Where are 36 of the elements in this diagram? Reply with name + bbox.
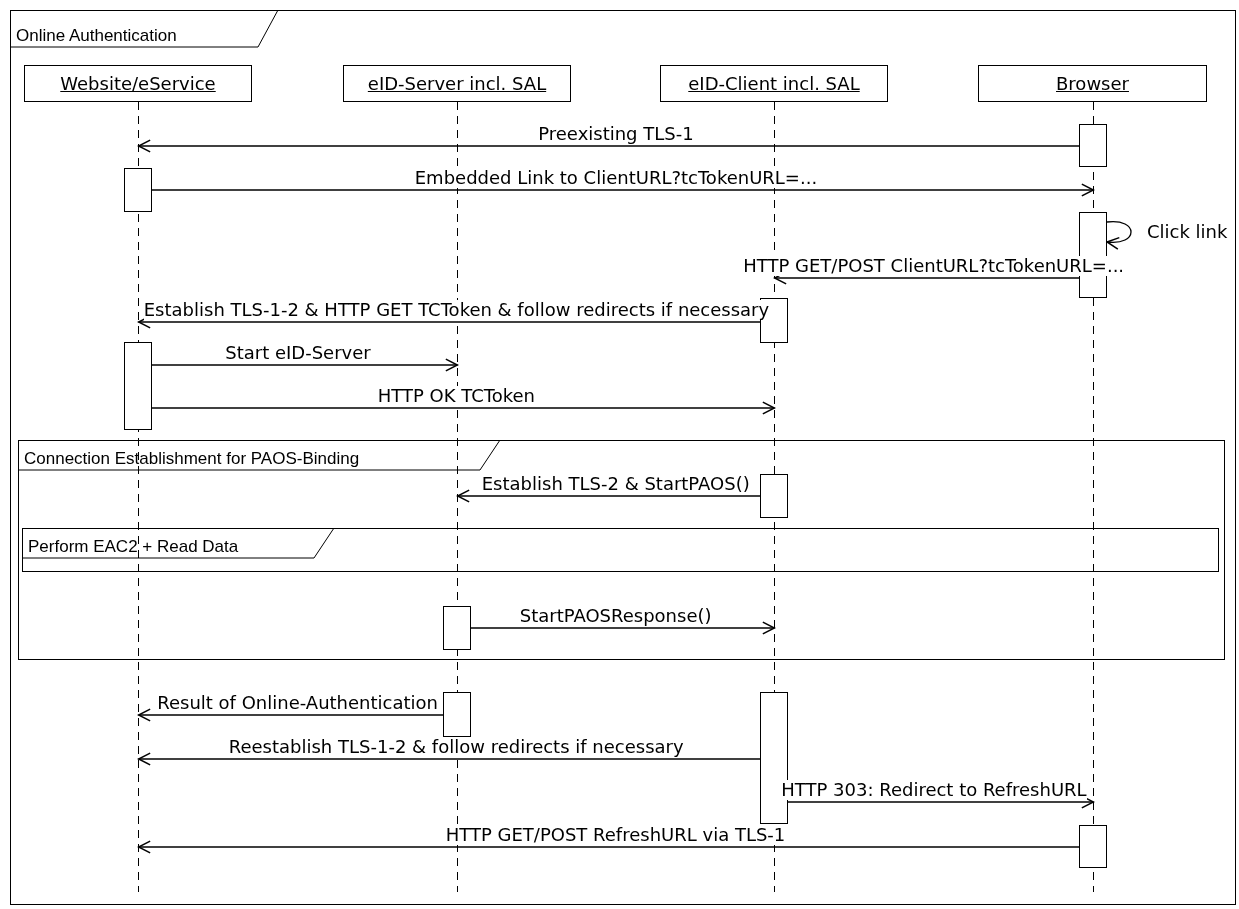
message-label: Embedded Link to ClientURL?tcTokenURL=... (414, 168, 818, 188)
message-label: HTTP OK TCToken (377, 386, 535, 406)
message-label: Preexisting TLS-1 (538, 124, 694, 144)
message-arrow (151, 358, 459, 372)
message-label: Establish TLS-1-2 & HTTP GET TCToken & follow redirects if necessary (143, 300, 770, 320)
activation-bar (1079, 825, 1107, 868)
message-label: HTTP GET/POST ClientURL?tcTokenURL=... (743, 256, 1125, 276)
message-arrow (1106, 221, 1132, 250)
fragment-frame (22, 528, 1219, 572)
message-arrow (137, 752, 761, 766)
message-arrow (137, 139, 1080, 153)
message-arrow (151, 401, 776, 415)
frame-title: Connection Establishment for PAOS-Binding (24, 449, 360, 469)
activation-bar (443, 692, 471, 737)
message-label: HTTP 303: Redirect to RefreshURL (781, 780, 1087, 800)
sequence-frame (10, 10, 1236, 905)
message-arrow (151, 183, 1095, 197)
lifeline-head: eID-Server incl. SAL (343, 65, 571, 102)
lifeline-head: Browser (978, 65, 1207, 102)
message-label: Reestablish TLS-1-2 & follow redirects if necessary (228, 737, 684, 757)
message-label: HTTP GET/POST RefreshURL via TLS-1 (445, 825, 786, 845)
message-arrow (137, 708, 444, 722)
message-label: StartPAOSResponse() (519, 606, 712, 626)
lifeline-head: Website/eService (24, 65, 252, 102)
message-label: Establish TLS-2 & StartPAOS() (481, 474, 750, 494)
activation-bar (1079, 124, 1107, 167)
activation-bar (443, 606, 471, 650)
fragment-frame (18, 440, 1225, 660)
activation-bar (760, 474, 788, 518)
message-arrow (456, 489, 761, 503)
lifeline-head: eID-Client incl. SAL (660, 65, 888, 102)
activation-bar (124, 168, 152, 212)
activation-bar (124, 342, 152, 430)
message-arrow (787, 795, 1095, 809)
message-arrow (137, 840, 1080, 854)
message-arrow (470, 621, 776, 635)
